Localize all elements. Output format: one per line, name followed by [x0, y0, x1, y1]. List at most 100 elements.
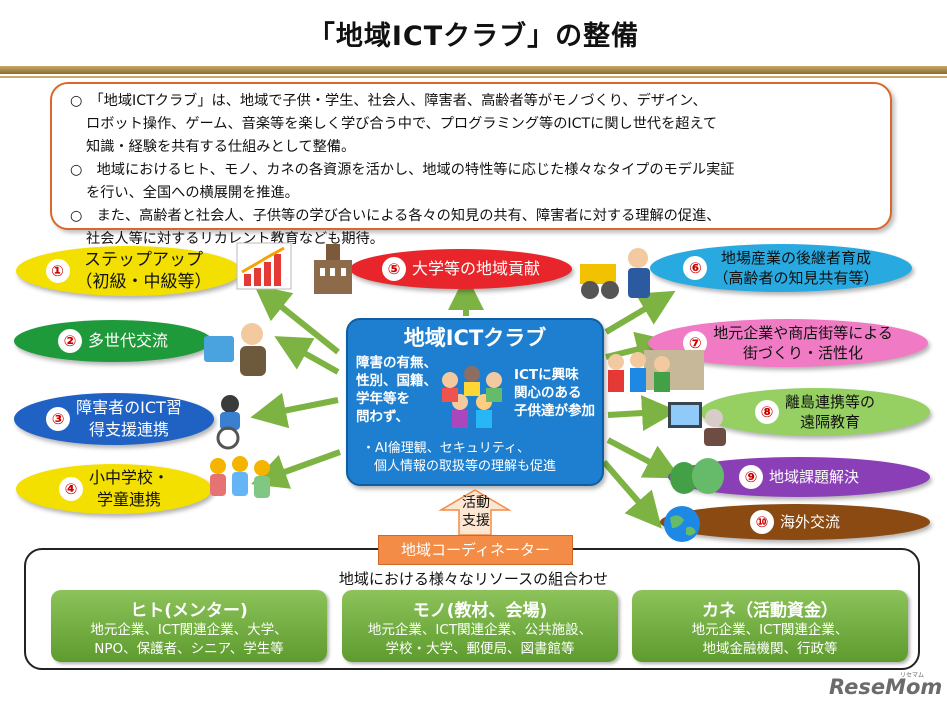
- item-1-oval: ① ステップアップ （初級・中級等）: [16, 246, 241, 296]
- center-right-line-1: ICTに興味: [514, 367, 579, 383]
- children-group-icon: [442, 366, 502, 428]
- resources-heading: 地域における様々なリソースの組合わせ: [338, 570, 609, 588]
- intro-bullet-2-line-2: を行い、全国への横展開を推進。: [86, 185, 299, 201]
- item-5-oval: ⑤ 大学等の地域貢献: [350, 249, 572, 289]
- center-left-line-4: 問わず、: [356, 409, 410, 425]
- elderly-tablet-icon: [204, 323, 266, 376]
- center-left-line-2: 性別、国籍、: [356, 373, 437, 389]
- item-3-oval: ③ 障害者のICT習 得支援連携: [14, 393, 214, 445]
- item-3-label: 障害者のICT習 得支援連携: [76, 397, 182, 441]
- university-building-icon: [314, 244, 352, 294]
- resource-money-line-2: 地域金融機関、行政等: [702, 641, 838, 657]
- item-5-label: 大学等の地域貢献: [411, 259, 540, 278]
- support-label: 活動 支援: [454, 494, 498, 530]
- resource-box-money: カネ（活動資金） 地元企業、ICT関連企業、 地域金融機関、行政等: [632, 590, 908, 662]
- item-3-number: ③: [46, 407, 71, 431]
- item-1-label: ステップアップ （初級・中級等）: [76, 249, 212, 293]
- arrow-to-item-4: [251, 449, 342, 489]
- center-left-line-3: 学年等を: [356, 391, 410, 407]
- page-title: 「地域ICTクラブ」の整備: [307, 21, 640, 52]
- item-8-label: 離島連携等の 遠隔教育: [785, 392, 875, 432]
- item-6-line-1: 地場産業の後継者育成: [720, 249, 871, 267]
- resource-money-title: カネ（活動資金）: [702, 601, 838, 621]
- coordinator-label: 地域コーディネーター: [378, 535, 573, 565]
- arrow-to-item-6: [604, 290, 676, 335]
- intro-bullet-3-line-1: ○ また、高齢者と社会人、子供等の学び合いによる各々の知見の共有、障害者に対する…: [70, 208, 721, 224]
- item-9-number: ⑨: [738, 465, 763, 489]
- intro-box: ○ 「地域ICTクラブ」は、地域で子供・学生、社会人、障害者、高齢者等がモノづく…: [50, 82, 892, 247]
- resource-things-line-2: 学校・大学、郵便局、図書館等: [385, 641, 575, 657]
- center-note: ・AI倫理観、セキュリティ、 個人情報の取扱等の理解も促進: [362, 440, 556, 476]
- resource-people-line-1: 地元企業、ICT関連企業、大学、: [90, 622, 288, 638]
- item-7-line-1: 地元企業や商店街等による: [713, 324, 893, 342]
- item-4-label: 小中学校・ 学童連携: [89, 467, 169, 511]
- item-4-line-1: 小中学校・: [88, 468, 169, 487]
- arrow-to-item-9: [606, 437, 681, 479]
- item-10-label: 海外交流: [779, 513, 840, 531]
- intro-bullet-1-line-1: ○ 「地域ICTクラブ」は、地域で子供・学生、社会人、障害者、高齢者等がモノづく…: [70, 93, 707, 109]
- item-6-number: ⑥: [683, 256, 708, 280]
- center-title: 地域ICTクラブ: [403, 326, 547, 350]
- resemom-logo: ReseMom: [829, 675, 943, 699]
- item-8-oval: ⑧ 離島連携等の 遠隔教育: [700, 388, 930, 436]
- arrow-to-item-2: [274, 336, 340, 375]
- arrow-to-item-1: [253, 284, 340, 355]
- resource-box-people: ヒト(メンター) 地元企業、ICT関連企業、大学、 NPO、保護者、シニア、学生…: [51, 590, 327, 662]
- center-right-line-3: 子供達が参加: [514, 403, 595, 419]
- item-2-label: 多世代交流: [87, 331, 168, 350]
- title-divider-thin: [0, 76, 947, 78]
- item-8-line-1: 離島連携等の: [784, 393, 875, 411]
- logo-subtext: リセマム: [900, 672, 925, 679]
- support-label-line-2: 支援: [462, 513, 490, 529]
- item-4-oval: ④ 小中学校・ 学童連携: [16, 464, 212, 514]
- arrow-to-item-3: [250, 392, 339, 429]
- item-10-oval: ⑩ 海外交流: [660, 504, 930, 540]
- item-6-label: 地場産業の後継者育成 （高齢者の知見共有等）: [713, 248, 878, 288]
- item-1-line-2: （初級・中級等）: [75, 272, 212, 292]
- children-icon: [210, 456, 270, 498]
- item-1-line-1: ステップアップ: [84, 250, 203, 270]
- item-1-number: ①: [45, 259, 70, 283]
- item-7-label: 地元企業や商店街等による 街づくり・活性化: [713, 323, 893, 363]
- intro-bullet-2-line-1: ○ 地域におけるヒト、モノ、カネの各資源を活かし、地域の特性等に応じた様々なタイ…: [70, 162, 735, 178]
- item-8-line-2: 遠隔教育: [799, 413, 860, 431]
- support-label-line-1: 活動: [462, 495, 490, 511]
- arrow-to-item-10: [601, 460, 662, 529]
- item-4-line-2: 学童連携: [96, 490, 161, 509]
- center-note-line-1: ・AI倫理観、セキュリティ、: [362, 441, 530, 456]
- bar-chart-icon: [236, 242, 292, 290]
- item-4-number: ④: [58, 477, 83, 501]
- item-9-label: 地域課題解決: [768, 468, 859, 486]
- center-right-line-2: 関心のある: [514, 385, 582, 401]
- item-6-oval: ⑥ 地場産業の後継者育成 （高齢者の知見共有等）: [650, 244, 912, 292]
- item-7-line-2: 街づくり・活性化: [742, 344, 863, 362]
- item-2-oval: ② 多世代交流: [14, 320, 212, 362]
- shopping-street-people-icon: [608, 350, 704, 392]
- center-note-line-2: 個人情報の取扱等の理解も促進: [374, 459, 557, 474]
- item-2-number: ②: [57, 329, 82, 353]
- intro-bullet-1-line-3: 知識・経験を共有する仕組みとして整備。: [86, 139, 356, 155]
- resource-people-line-2: NPO、保護者、シニア、学生等: [94, 641, 284, 657]
- resource-things-title: モノ(教材、会場): [412, 601, 548, 621]
- road-roller-worker-icon: [580, 248, 650, 299]
- intro-bullet-1-line-2: ロボット操作、ゲーム、音楽等を楽しく学び合う中で、プログラミング等のICTに関し…: [86, 116, 718, 132]
- center-left-line-1: 障害の有無、: [356, 355, 437, 371]
- globe-icon: [664, 506, 700, 542]
- forest-icon: [670, 458, 724, 494]
- resource-money-line-1: 地元企業、ICT関連企業、: [691, 622, 849, 638]
- item-3-line-2: 得支援連携: [88, 420, 169, 439]
- remote-education-icon: [668, 402, 726, 446]
- center-right-text: ICTに興味 関心のある 子供達が参加: [514, 366, 595, 420]
- item-10-number: ⑩: [749, 510, 774, 534]
- item-8-number: ⑧: [754, 400, 779, 424]
- item-3-line-1: 障害者のICT習: [76, 398, 182, 417]
- wheelchair-icon: [216, 395, 240, 450]
- center-left-text: 障害の有無、 性別、国籍、 学年等を 問わず、: [356, 354, 437, 426]
- resource-box-things: モノ(教材、会場) 地元企業、ICT関連企業、公共施設、 学校・大学、郵便局、図…: [342, 590, 618, 662]
- ict-club-center-box: 地域ICTクラブ 障害の有無、 性別、国籍、 学年等を 問わず、 ICTに興味 …: [346, 318, 604, 486]
- title-divider: [0, 66, 947, 74]
- resource-people-title: ヒト(メンター): [130, 601, 248, 621]
- item-6-line-2: （高齢者の知見共有等）: [713, 269, 879, 287]
- intro-bullet-3-line-2: 社会人等に対するリカレント教育なども期待。: [86, 231, 384, 247]
